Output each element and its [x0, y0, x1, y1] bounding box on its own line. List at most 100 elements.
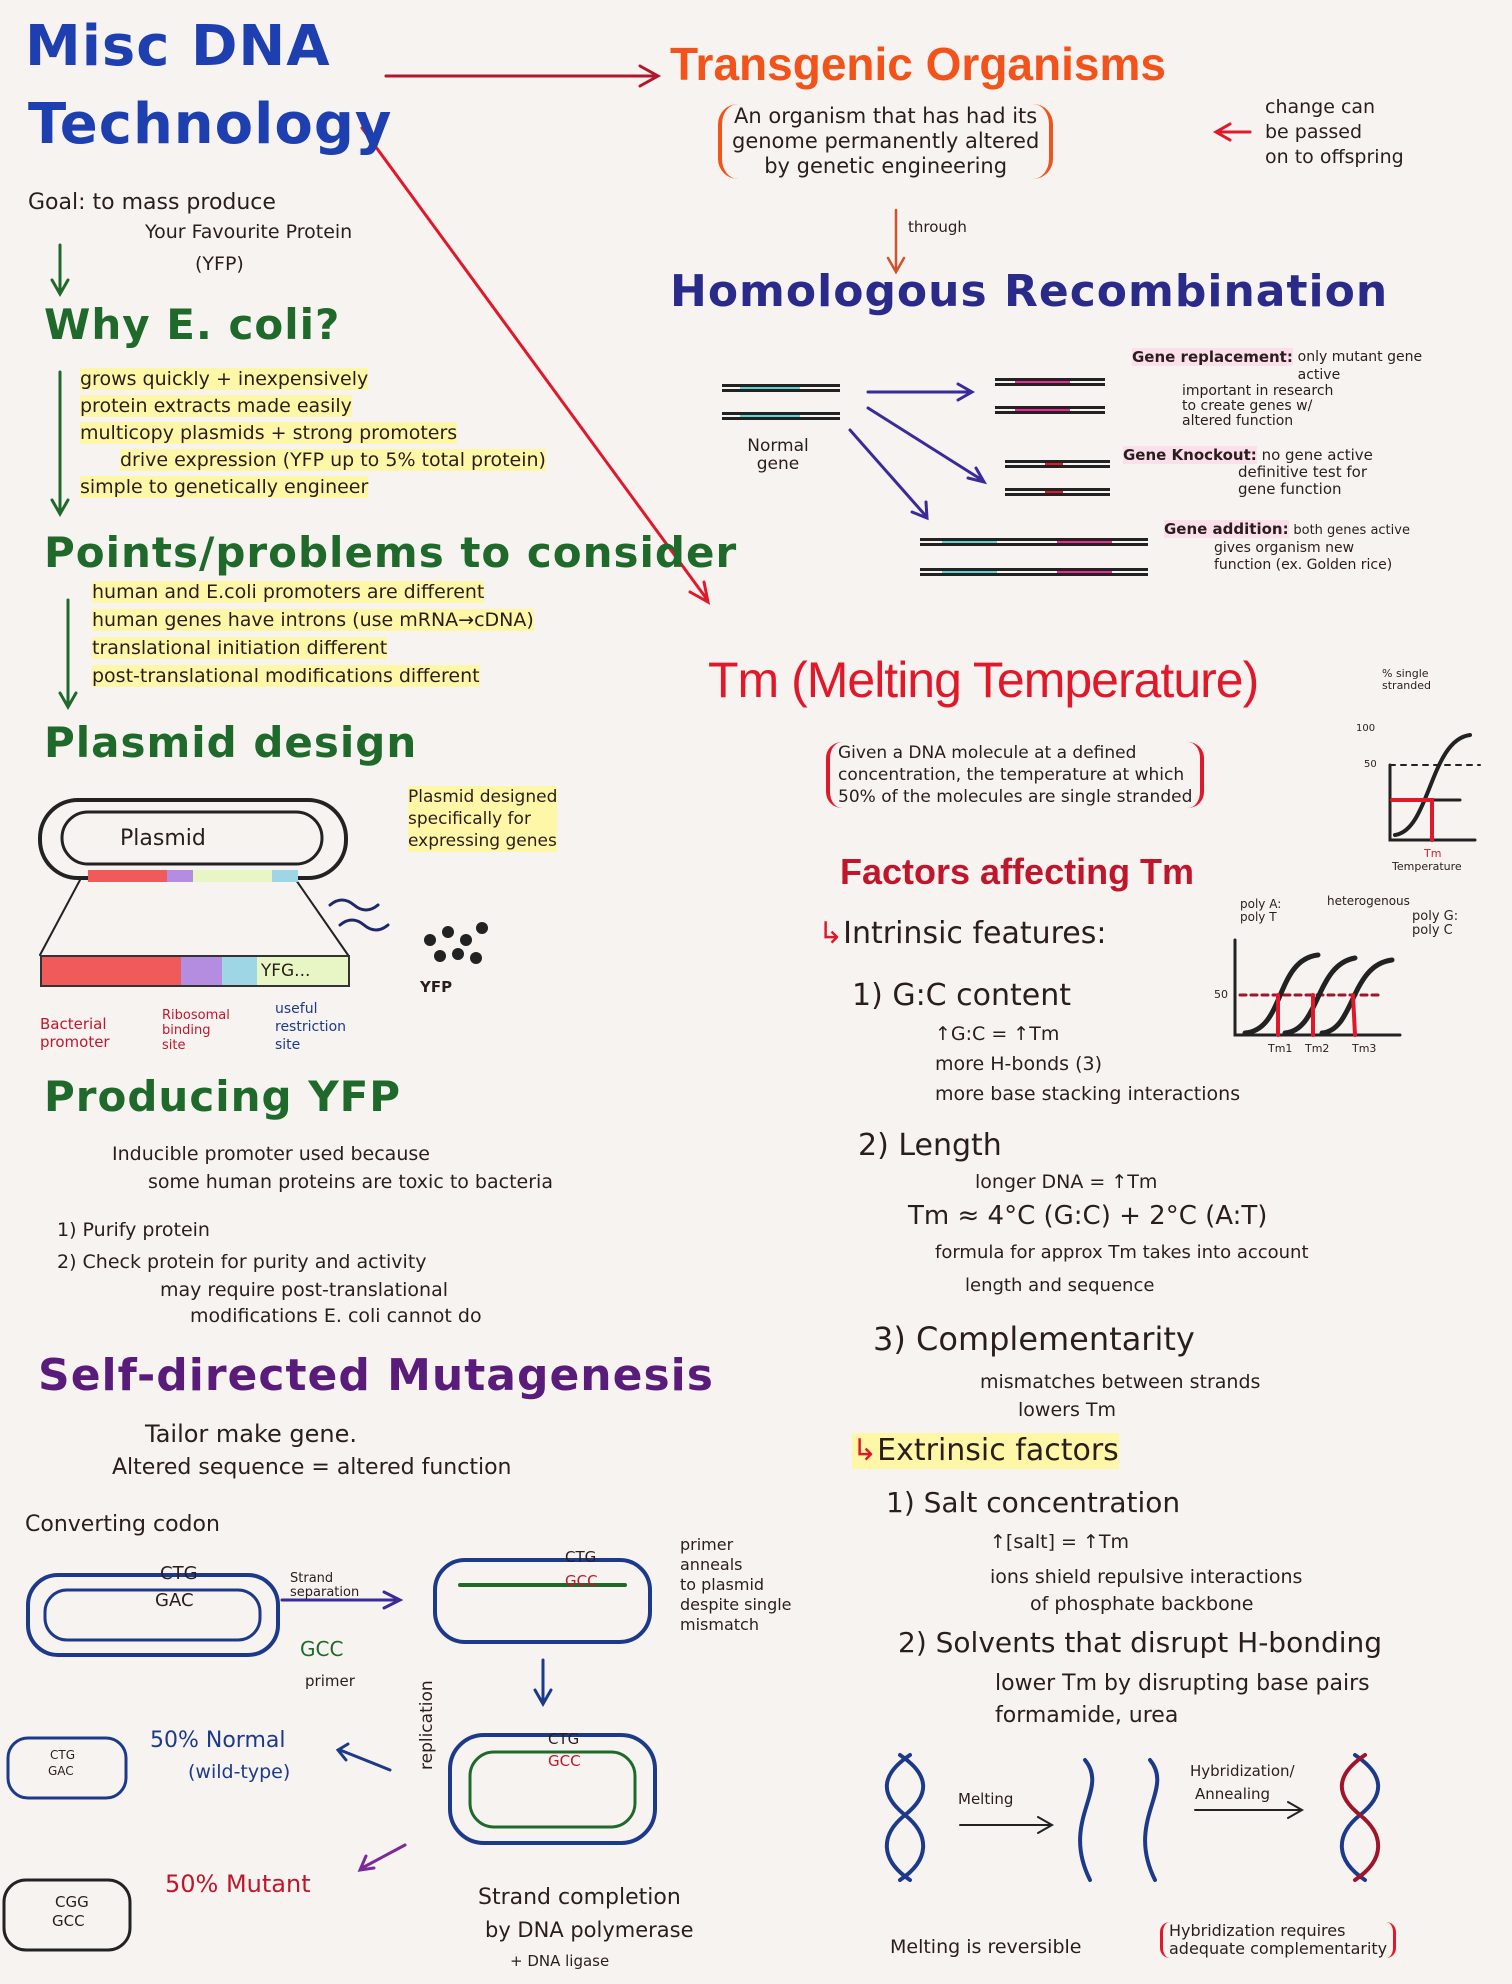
- gc-item: ↑G:C = ↑Tm: [935, 1023, 1060, 1045]
- normal-gene-label: Normal gene: [747, 436, 809, 474]
- goal-line1: Goal: to mass produce: [28, 190, 276, 215]
- knockout-strand: [1005, 460, 1110, 468]
- points-heading: Points/problems to consider: [44, 528, 738, 577]
- producing-note2: some human proteins are toxic to bacteri…: [148, 1171, 553, 1193]
- solvents-title: 2) Solvents that disrupt H-bonding: [898, 1626, 1383, 1659]
- goal-line3: (YFP): [195, 253, 244, 275]
- intrinsic-heading: ↳Intrinsic features:: [818, 916, 1107, 951]
- tm-graph-xlabel: Temperature: [1392, 860, 1462, 873]
- why-ecoli-list: grows quickly + inexpensively protein ex…: [80, 366, 546, 501]
- primer-label: primer: [305, 1672, 355, 1690]
- length-item: longer DNA = ↑Tm: [975, 1171, 1158, 1193]
- normal-percent: 50% Normal: [150, 1728, 286, 1753]
- yfp-product-label: YFP: [420, 978, 453, 996]
- replacement-strand: [995, 378, 1105, 386]
- graph-tick: Tm3: [1352, 1042, 1377, 1055]
- bacterial-promoter-label: Bacterial promoter: [40, 1015, 110, 1051]
- replication-label: replication: [417, 1680, 437, 1770]
- list-item: post-translational modifications differe…: [92, 665, 480, 687]
- arrow-addition: [848, 428, 929, 521]
- graph-label-polygc: poly G: poly C: [1412, 909, 1459, 938]
- normal-codon-ctg: CTG: [50, 1748, 76, 1762]
- graph-y50: 50: [1214, 988, 1228, 1001]
- hybridization-label2: Annealing: [1195, 1785, 1271, 1803]
- arrow-through: [886, 208, 906, 275]
- normal-gene-strand: [722, 412, 840, 420]
- strand-completion-line2: by DNA polymerase: [485, 1918, 694, 1942]
- producing-note1: Inducible promoter used because: [112, 1143, 430, 1165]
- arrow-to-tm: [360, 126, 711, 605]
- solvents-item2: formamide, urea: [995, 1703, 1179, 1728]
- salt-item3: of phosphate backbone: [1030, 1593, 1254, 1615]
- page-title-line2: Technology: [28, 92, 393, 157]
- plasmid-label: Plasmid: [120, 826, 206, 851]
- graph-tick: Tm1: [1268, 1042, 1293, 1055]
- list-item: simple to genetically engineer: [80, 476, 369, 498]
- gc-item: more H-bonds (3): [935, 1053, 1103, 1075]
- producing-heading: Producing YFP: [44, 1072, 402, 1121]
- extrinsic-heading: ↳Extrinsic factors: [852, 1433, 1119, 1469]
- gc-content-title: 1) G:C content: [852, 978, 1072, 1013]
- factors-heading: Factors affecting Tm: [840, 851, 1195, 892]
- normal-gene-strand: [722, 384, 840, 392]
- why-ecoli-heading: Why E. coli?: [44, 300, 341, 349]
- strand-separation-label: Strand separation: [290, 1571, 360, 1600]
- transgenic-heading: Transgenic Organisms: [670, 38, 1166, 90]
- codon-ctg-rep: CTG: [548, 1730, 580, 1748]
- melting-reversible: Melting is reversible: [890, 1936, 1082, 1958]
- mutant-percent: 50% Mutant: [165, 1870, 311, 1898]
- normal-codon-gac: GAC: [48, 1764, 74, 1778]
- arrow-knockout: [866, 406, 988, 485]
- list-item: protein extracts made easily: [80, 395, 352, 417]
- arrow-replacement: [866, 382, 976, 402]
- goal-line2: Your Favourite Protein: [145, 221, 353, 243]
- yfg-label: YFG...: [256, 957, 348, 985]
- through-label: through: [908, 218, 967, 236]
- tm-formula: Tm ≈ 4°C (G:C) + 2°C (A:T): [908, 1201, 1268, 1231]
- producing-step2a: may require post-translational: [160, 1279, 448, 1301]
- codon-gcc-top: GCC: [565, 1572, 598, 1590]
- codon-ctg: CTG: [160, 1563, 198, 1584]
- homologous-heading: Homologous Recombination: [670, 266, 1389, 317]
- mutant-codon-cgg: CGG: [55, 1893, 89, 1911]
- strand-completion-line3: + DNA ligase: [510, 1952, 610, 1970]
- salt-item1: ↑[salt] = ↑Tm: [990, 1531, 1130, 1553]
- formula-note1: formula for approx Tm takes into account: [935, 1242, 1309, 1263]
- graph-label-heterogenous: heterogenous: [1327, 894, 1410, 908]
- arrow-change: [1212, 122, 1252, 142]
- complementarity-title: 3) Complementarity: [873, 1320, 1195, 1358]
- list-item: human and E.coli promoters are different: [92, 581, 485, 603]
- complementarity-item1: mismatches between strands: [980, 1371, 1261, 1393]
- gene-construct-bar: YFG...: [40, 955, 350, 987]
- page-title-line1: Misc DNA: [25, 14, 331, 79]
- plasmid-segment-strip: [88, 870, 298, 882]
- codon-gcc-rep: GCC: [548, 1752, 581, 1770]
- list-item: human genes have introns (use mRNA→cDNA): [92, 609, 534, 631]
- codon-gac: GAC: [155, 1590, 194, 1611]
- hybridization-label1: Hybridization/: [1190, 1762, 1295, 1780]
- salt-item2: ions shield repulsive interactions: [990, 1566, 1303, 1588]
- length-title: 2) Length: [858, 1128, 1002, 1163]
- points-list: human and E.coli promoters are different…: [92, 578, 534, 690]
- tm-graph-ylabel: % single stranded: [1382, 667, 1432, 692]
- restriction-site-label: useful restriction site: [275, 1001, 347, 1053]
- list-item: drive expression (YFP up to 5% total pro…: [120, 449, 546, 471]
- yfp-molecule-dots: [424, 922, 488, 964]
- strand-completion-line1: Strand completion: [478, 1885, 681, 1910]
- tm-heading: Tm (Melting Temperature): [708, 652, 1259, 708]
- salt-title: 1) Salt concentration: [886, 1486, 1181, 1519]
- replacement-strand: [995, 406, 1105, 414]
- gene-knockout: Gene Knockout: no gene active definitive…: [1123, 446, 1373, 498]
- mutagenesis-def1: Tailor make gene.: [145, 1420, 358, 1448]
- mutagenesis-heading: Self-directed Mutagenesis: [38, 1350, 714, 1401]
- arrow-goal: [50, 243, 70, 298]
- producing-step1: 1) Purify protein: [57, 1219, 210, 1241]
- melting-label: Melting: [958, 1790, 1014, 1808]
- addition-strand: [920, 568, 1148, 576]
